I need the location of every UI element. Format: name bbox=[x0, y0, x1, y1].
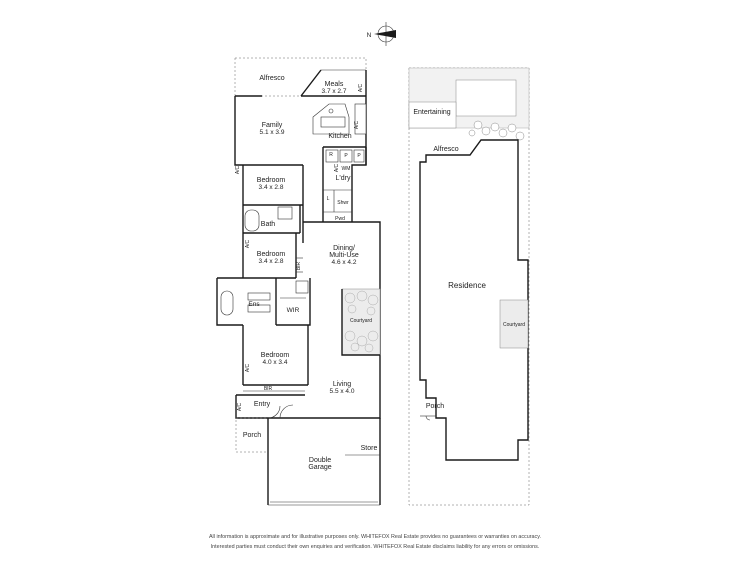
garage-label: Double bbox=[309, 457, 331, 464]
ensuite-label: Ens bbox=[248, 301, 260, 308]
entertaining-area bbox=[408, 101, 457, 129]
washing-machine-label: WM bbox=[342, 166, 351, 172]
ac-laundry-label: A/C bbox=[334, 163, 340, 172]
multi-use-label: Multi-Use bbox=[329, 252, 359, 259]
store-label: Store bbox=[361, 445, 378, 452]
bath-label: Bath bbox=[261, 221, 276, 228]
garage-label-2: Garage bbox=[308, 464, 331, 471]
site-plan bbox=[408, 67, 530, 506]
disclaimer-line-2: Interested parties must conduct their ow… bbox=[210, 544, 540, 550]
disclaimer-line-1: All information is approximate and for i… bbox=[208, 534, 542, 540]
laundry-label: L'dry bbox=[336, 175, 351, 182]
ac-bedroom-3-label: A/C bbox=[245, 363, 251, 372]
ac-kitchen-label: A/C bbox=[354, 120, 360, 129]
site-courtyard bbox=[499, 299, 529, 349]
alfresco-label: Alfresco bbox=[259, 75, 284, 82]
site-alfresco-label: Alfresco bbox=[433, 146, 458, 153]
bedroom-2-dimensions: 3.4 x 2.8 bbox=[259, 258, 284, 265]
bedroom-1-label: Bedroom bbox=[257, 177, 286, 184]
powder-room-label: Pwd bbox=[335, 216, 345, 222]
pantry-2-label: P bbox=[357, 153, 361, 159]
bedroom-3-dimensions: 4.0 x 3.4 bbox=[263, 359, 288, 366]
residence-outline bbox=[419, 139, 529, 461]
ac-bedroom-1-label: A/C bbox=[235, 165, 241, 174]
ground-floor-plan bbox=[216, 57, 381, 506]
family-dimensions: 5.1 x 3.9 bbox=[260, 129, 285, 136]
entertaining-label: Entertaining bbox=[413, 109, 450, 116]
meals-dimensions: 3.7 x 2.7 bbox=[322, 88, 347, 95]
kitchen-label: Kitchen bbox=[328, 133, 351, 140]
pantry-label: P bbox=[344, 153, 348, 159]
compass-north-label: N bbox=[367, 32, 372, 39]
courtyard-label: Courtyard bbox=[350, 318, 372, 324]
ac-meals-label: A/C bbox=[358, 83, 364, 92]
shower-label: Shwr bbox=[337, 200, 349, 206]
bir-bedroom-3-label: BIR bbox=[264, 386, 273, 392]
wir-label: WIR bbox=[287, 307, 300, 314]
site-porch-label: Porch bbox=[426, 403, 444, 410]
site-plan-labels: Entertaining Alfresco Residence Courtyar… bbox=[413, 109, 525, 410]
bedroom-3-label: Bedroom bbox=[261, 352, 290, 359]
north-compass: N bbox=[367, 22, 396, 46]
ground-floor-labels: Alfresco Meals 3.7 x 2.7 Family 5.1 x 3.… bbox=[235, 75, 377, 471]
ensuite-bathtub bbox=[220, 290, 234, 316]
meals-label: Meals bbox=[325, 81, 344, 88]
entry-label: Entry bbox=[254, 401, 271, 408]
linen-label: L bbox=[327, 196, 330, 202]
porch-label: Porch bbox=[243, 432, 261, 439]
bedroom-1-dimensions: 3.4 x 2.8 bbox=[259, 184, 284, 191]
residence-label: Residence bbox=[448, 281, 486, 290]
bir-bedroom-2-label: BIR bbox=[296, 261, 302, 270]
family-label: Family bbox=[262, 122, 283, 129]
site-courtyard-label: Courtyard bbox=[503, 322, 525, 328]
living-dimensions: 5.5 x 4.0 bbox=[330, 388, 355, 395]
bedroom-2-label: Bedroom bbox=[257, 251, 286, 258]
garden-stones bbox=[468, 120, 525, 141]
dining-label: Dining/ bbox=[333, 245, 355, 252]
fridge-label: R bbox=[329, 152, 333, 158]
living-label: Living bbox=[333, 381, 351, 388]
ac-bedroom-2-label: A/C bbox=[245, 239, 251, 248]
ac-entry-label: A/C bbox=[237, 402, 243, 411]
kitchen-island bbox=[312, 103, 350, 135]
bathtub bbox=[244, 209, 260, 232]
dining-dimensions: 4.6 x 4.2 bbox=[332, 259, 357, 266]
